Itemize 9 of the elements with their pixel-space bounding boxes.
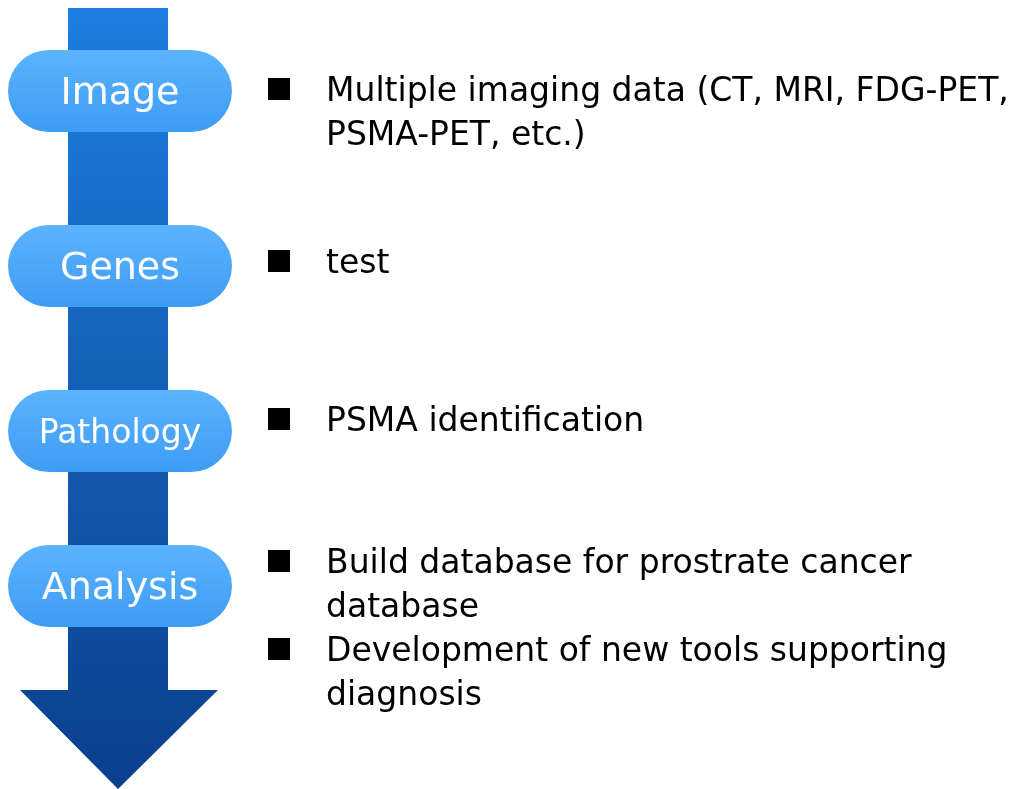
stage-pill: Image (8, 50, 232, 132)
stage-pill: Genes (8, 225, 232, 307)
bullet-text: test (326, 241, 391, 283)
stage-pill: Pathology (8, 390, 232, 472)
bullet-text: Development of new tools supporting diagnosis (326, 629, 949, 715)
bullet-text: PSMA identification (326, 399, 646, 441)
stage-pill: Analysis (8, 545, 232, 627)
bullet-text: Build database for prostrate cancer database (326, 541, 913, 627)
bullet-text: Multiple imaging data (CT, MRI, FDG-PET, PSMA-PET, etc.) (326, 69, 1010, 155)
